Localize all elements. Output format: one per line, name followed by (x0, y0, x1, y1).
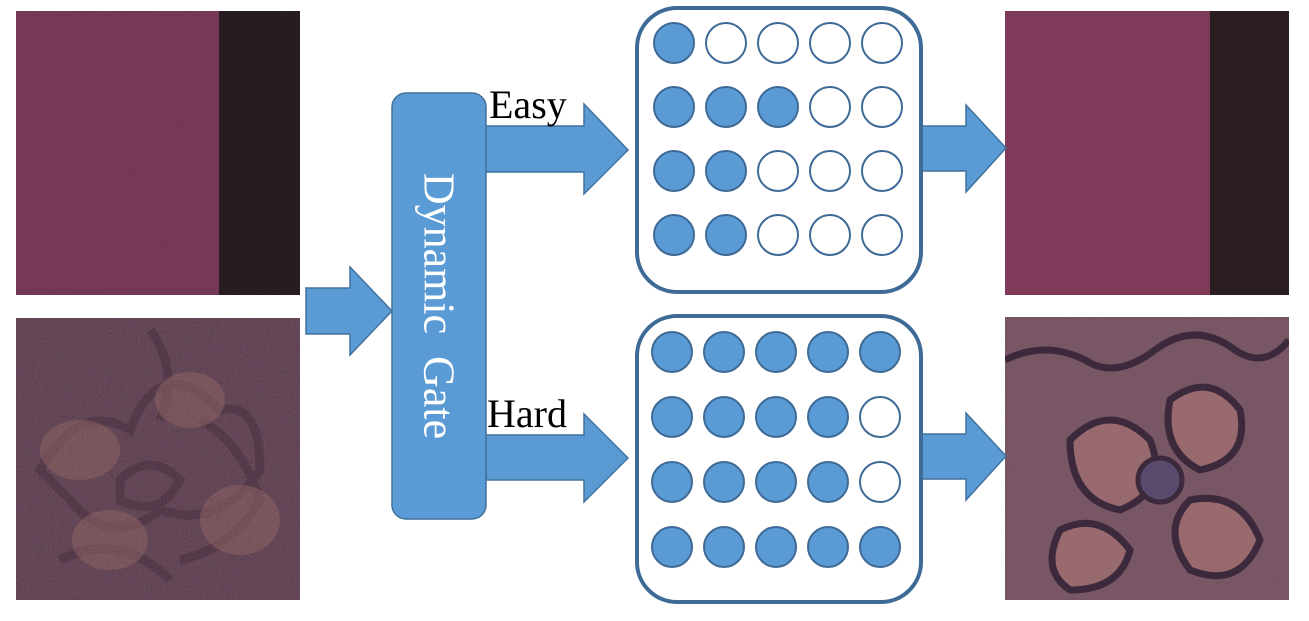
hard-route-label: Hard (487, 391, 567, 436)
easy-network-panel (635, 6, 923, 294)
hard-unit-active (859, 526, 901, 568)
easy-unit-active (653, 86, 695, 128)
easy-unit-idle (705, 22, 747, 64)
input-hard-image (16, 318, 300, 600)
easy-unit-idle (757, 150, 799, 192)
easy-unit-active (757, 86, 799, 128)
easy-route-label: Easy (489, 82, 567, 127)
hard-unit-active (703, 331, 745, 373)
hard-network-panel (635, 314, 923, 604)
hard-network-units (651, 331, 901, 568)
hard-unit-idle (859, 461, 901, 503)
hard-unit-active (651, 526, 693, 568)
hard-unit-active (807, 396, 849, 438)
easy-unit-idle (861, 214, 903, 256)
hard-unit-active (703, 461, 745, 503)
easy-unit-idle (809, 22, 851, 64)
easy-unit-active (705, 86, 747, 128)
hard-unit-active (651, 461, 693, 503)
easy-unit-active (653, 22, 695, 64)
arrow-hard-output (921, 411, 1008, 502)
hard-unit-active (807, 331, 849, 373)
easy-unit-idle (861, 150, 903, 192)
hard-unit-active (807, 461, 849, 503)
hard-unit-active (755, 526, 797, 568)
hard-unit-active (807, 526, 849, 568)
arrow-easy-output (921, 103, 1008, 194)
hard-unit-idle (859, 396, 901, 438)
dynamic-gate-block: Dynamic Gate (391, 92, 487, 520)
easy-unit-idle (809, 150, 851, 192)
output-hard-image (1005, 317, 1289, 600)
hard-unit-active (651, 331, 693, 373)
easy-unit-active (705, 214, 747, 256)
easy-unit-active (653, 150, 695, 192)
hard-unit-active (755, 396, 797, 438)
hard-unit-active (651, 396, 693, 438)
gate-label: Dynamic Gate (415, 173, 464, 439)
hard-unit-active (755, 461, 797, 503)
arrow-hard-route (485, 412, 630, 504)
input-easy-image (16, 11, 300, 295)
easy-unit-idle (757, 214, 799, 256)
easy-network-units (653, 22, 903, 256)
arrow-input-to-gate (305, 265, 394, 357)
hard-unit-active (859, 331, 901, 373)
hard-unit-active (703, 526, 745, 568)
output-easy-image (1005, 11, 1289, 295)
easy-unit-idle (861, 22, 903, 64)
easy-unit-idle (757, 22, 799, 64)
easy-unit-idle (809, 86, 851, 128)
easy-unit-active (705, 150, 747, 192)
arrow-easy-route (485, 102, 630, 196)
easy-unit-idle (809, 214, 851, 256)
hard-unit-active (755, 331, 797, 373)
hard-unit-active (703, 396, 745, 438)
easy-unit-active (653, 214, 695, 256)
easy-unit-idle (861, 86, 903, 128)
